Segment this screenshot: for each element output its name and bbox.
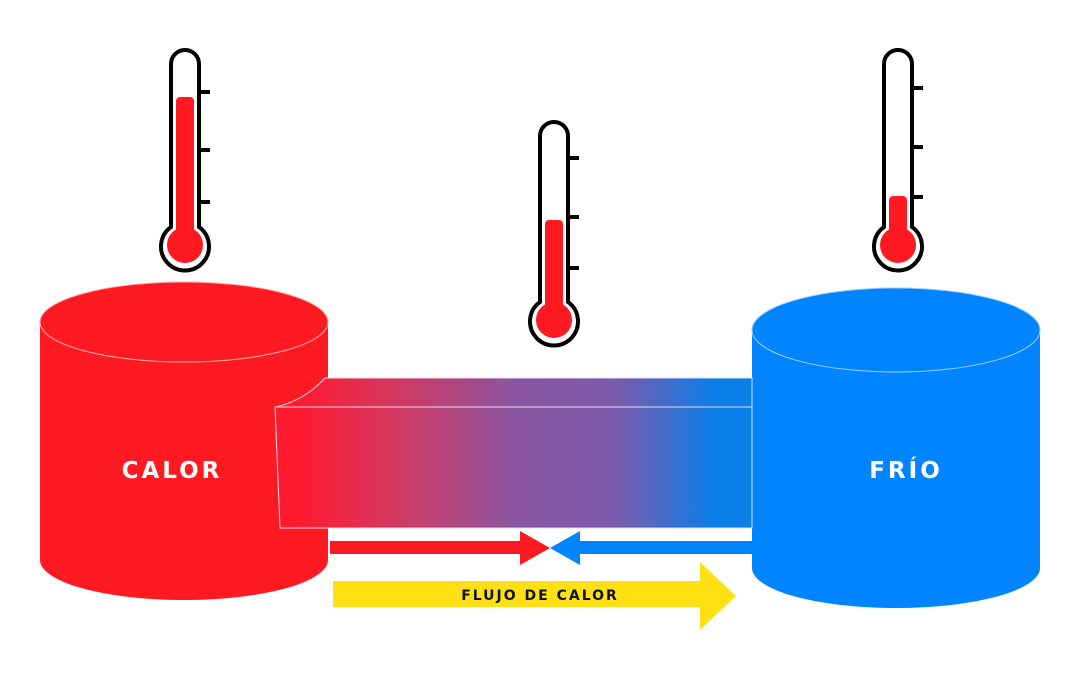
- thermometer-body: [872, 48, 924, 273]
- thermometer-fill: [176, 96, 194, 245]
- hot-reservoir: [39, 281, 329, 600]
- hot-arrow: [330, 531, 550, 565]
- conductor-bar: [274, 377, 753, 529]
- cold-arrow: [550, 531, 752, 565]
- thermometer-mid-icon: [528, 120, 580, 348]
- cold-reservoir: [751, 287, 1041, 608]
- thermometer-bulb: [536, 302, 572, 338]
- cold-label: FRÍO: [869, 456, 943, 484]
- thermometer-bulb: [880, 227, 916, 263]
- heat-flow-arrow: [333, 562, 736, 630]
- thermometer-hot-icon: [159, 48, 211, 273]
- thermometer-cold-icon: [872, 48, 924, 273]
- heat-flow-label: FLUJO DE CALOR: [461, 588, 619, 604]
- thermometer-bulb: [167, 227, 203, 263]
- hot-label: CALOR: [122, 458, 223, 484]
- thermometer-fill: [545, 220, 563, 320]
